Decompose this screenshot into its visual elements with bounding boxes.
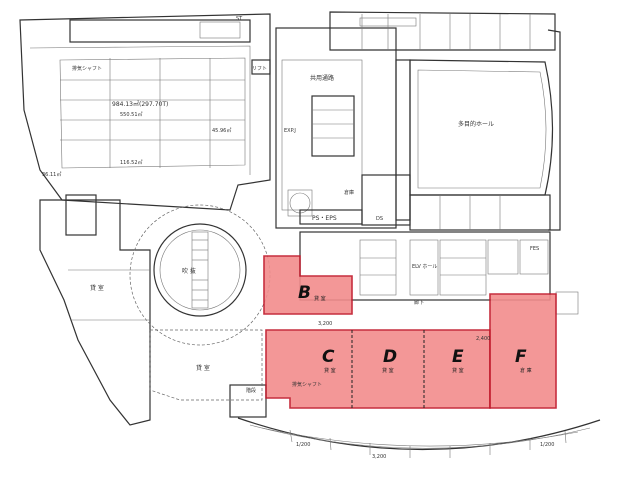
label-ps-eps: PS・EPS <box>312 215 337 222</box>
central-core <box>275 27 411 229</box>
label-elv-hall: ELV ホール <box>412 264 437 270</box>
unit-e[interactable]: E 貸 室 <box>452 347 464 374</box>
label-lift: リフト <box>252 66 267 72</box>
unit-c[interactable]: C 貸 室 <box>322 347 336 374</box>
label-measure: 2,400 <box>476 336 490 342</box>
label-area-sub: 550.51㎡ <box>120 111 143 118</box>
label-shaft: 排気シャフト <box>72 65 102 72</box>
multipurpose-hall <box>409 29 561 231</box>
label-dim-4: 1/200 <box>540 442 554 448</box>
label-warehouse: 倉庫 <box>344 189 354 196</box>
label-area-c: 36.11㎡ <box>42 171 61 178</box>
left-lower-wing <box>39 194 267 426</box>
unit-d[interactable]: D 貸 室 <box>382 347 397 374</box>
atrium <box>129 204 271 346</box>
label-stair: 階段 <box>246 387 256 394</box>
unit-c-label: C <box>322 347 335 367</box>
label-atrium: 吹 抜 <box>182 267 196 275</box>
unit-f-label: F <box>515 347 527 367</box>
label-tenant: 貸 室 <box>90 284 104 292</box>
top-right-rooms <box>329 11 556 51</box>
label-ds: DS <box>376 216 383 222</box>
label-area-a: 45.96㎡ <box>212 127 231 134</box>
label-tenant-2: 貸 室 <box>196 364 210 372</box>
label-exp: EXP.J <box>284 128 296 134</box>
unit-b[interactable]: B 貸 室 <box>263 255 353 315</box>
label-area-b: 116.52㎡ <box>120 159 143 166</box>
label-st: ST <box>236 16 243 22</box>
label-dim-2: 3,200 <box>372 454 386 460</box>
unit-c-sub: 貸 室 <box>324 367 336 374</box>
unit-d-sub: 貸 室 <box>382 367 394 374</box>
lower-left-tenant <box>149 329 263 401</box>
unit-b-sub: 貸 室 <box>314 295 326 302</box>
unit-e-sub: 貸 室 <box>452 367 464 374</box>
label-dim-1: 3,200 <box>318 321 332 327</box>
unit-b-label: B <box>298 283 311 303</box>
label-fes: FES <box>530 246 539 252</box>
terrace <box>237 417 601 458</box>
unit-e-label: E <box>452 347 464 367</box>
label-dim-3: 1/200 <box>296 442 310 448</box>
left-wing <box>19 13 271 211</box>
unit-f[interactable]: F 倉 庫 <box>489 293 557 409</box>
label-multipurpose-hall: 多目的ホール <box>458 120 494 128</box>
label-corridor: 廊下 <box>414 299 424 306</box>
label-shaft-2: 排気シャフト <box>292 381 322 388</box>
label-area-total: 984.13㎡(297.70T) <box>112 100 168 108</box>
unit-d-label: D <box>383 347 397 367</box>
label-common-corridor: 共用通路 <box>310 74 334 82</box>
unit-f-sub: 倉 庫 <box>520 367 532 374</box>
